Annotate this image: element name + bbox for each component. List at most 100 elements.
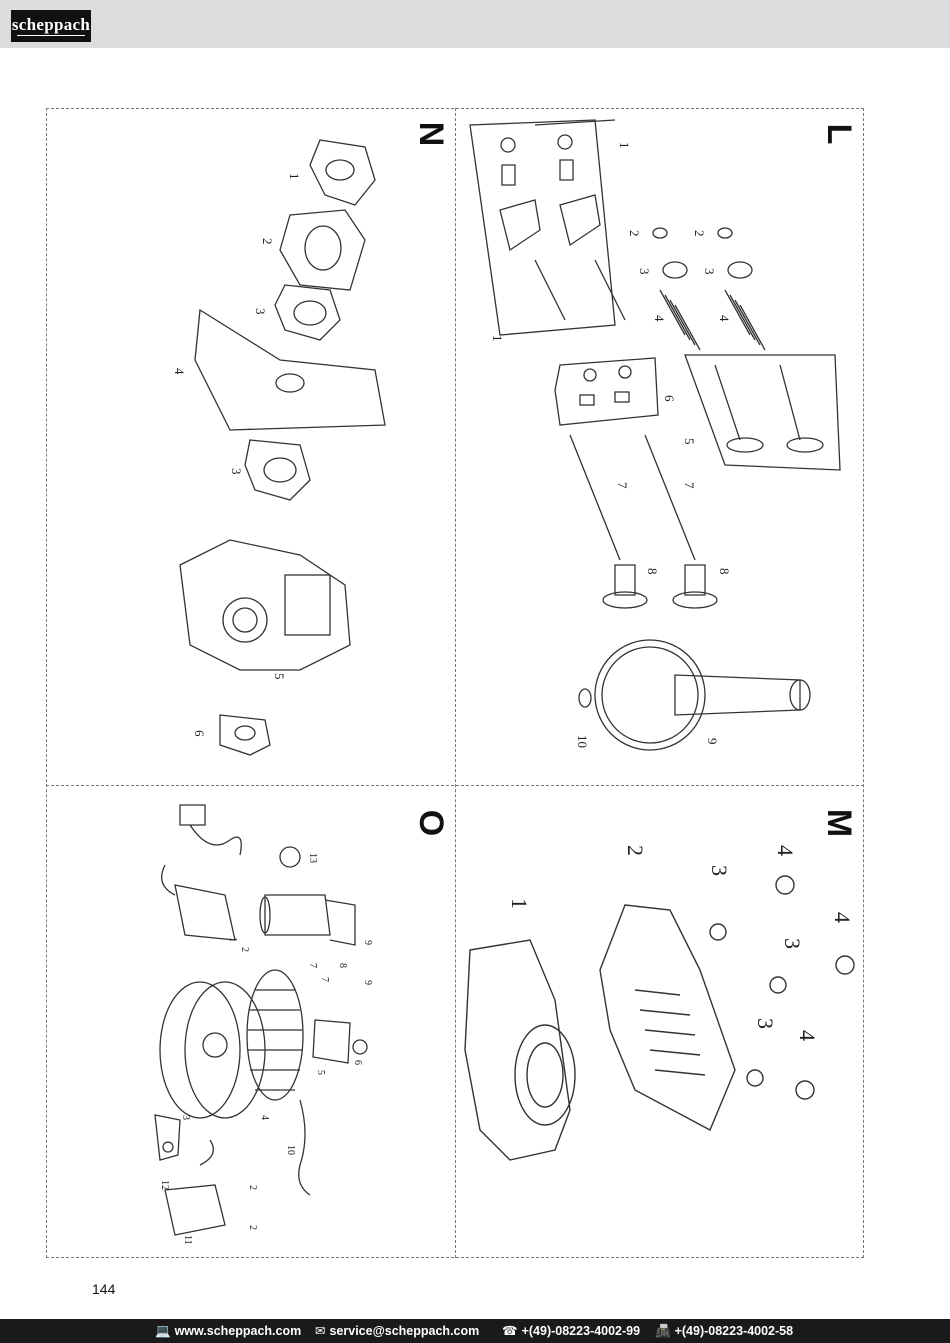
label-n-6: 6 [192, 730, 207, 737]
label-o-6: 6 [352, 1060, 363, 1065]
fax-icon: 📠 [655, 1324, 671, 1338]
fan-housing-1-drawing [464, 939, 576, 1161]
label-n-5: 5 [272, 673, 287, 680]
label-l-7a: 7 [615, 482, 630, 489]
page-number: 144 [92, 1281, 116, 1297]
gasket-3-drawing [274, 284, 341, 341]
label-o-2a: 2 [239, 947, 250, 952]
label-o-7a: 7 [307, 963, 318, 968]
washer-10-drawing [578, 688, 592, 708]
label-o-9a: 9 [362, 940, 373, 945]
heat-shield-4-drawing [194, 308, 386, 431]
ignition-coil-1-drawing [161, 804, 242, 941]
insulator-2-drawing [279, 209, 366, 291]
footer-email[interactable]: ✉service@scheppach.com [315, 1319, 479, 1343]
label-n-2: 2 [260, 238, 275, 245]
footer-fax: 📠+(49)-08223-4002-58 [655, 1319, 793, 1343]
label-n-4: 4 [172, 368, 187, 375]
label-o-5: 5 [315, 1070, 326, 1075]
label-l-2a: 2 [627, 230, 642, 237]
scheppach-logo: scheppach [11, 10, 91, 42]
label-l-1b: 1 [490, 335, 505, 342]
label-m-3c: 3 [753, 1018, 778, 1029]
brand-name: scheppach [11, 15, 91, 34]
label-l-7b: 7 [682, 482, 697, 489]
label-l-8b: 8 [717, 568, 732, 575]
label-l-2b: 2 [692, 230, 707, 237]
label-o-11: 11 [182, 1235, 193, 1245]
label-m-1: 1 [507, 898, 532, 909]
screws-3-drawing [709, 923, 787, 1087]
valve-cover-plate-6-drawing [554, 357, 659, 426]
footer-bar: 💻www.scheppach.com ✉service@scheppach.co… [0, 1319, 950, 1343]
label-m-2: 2 [623, 845, 648, 856]
label-l-3b: 3 [702, 268, 717, 275]
section-o-diagram: 1 2 3 4 5 6 7 7 8 9 9 10 11 12 13 2 2 [154, 804, 373, 1245]
label-m-4a: 4 [773, 845, 798, 856]
label-n-3b: 3 [229, 468, 244, 475]
label-l-9: 9 [705, 738, 720, 745]
envelope-icon: ✉ [315, 1324, 326, 1338]
computer-icon: 💻 [155, 1324, 171, 1338]
label-n-1: 1 [287, 173, 302, 180]
fax-text: +(49)-08223-4002-58 [674, 1324, 794, 1338]
label-o-12: 12 [159, 1180, 170, 1190]
footer-website[interactable]: 💻www.scheppach.com [155, 1319, 301, 1343]
gasket-6-drawing [219, 714, 271, 756]
gasket-3b-drawing [244, 439, 311, 501]
label-l-6: 6 [662, 395, 677, 402]
nut-6-drawing [352, 1039, 368, 1055]
telephone-icon: ☎ [502, 1324, 518, 1338]
label-l-8a: 8 [645, 568, 660, 575]
section-m-diagram: 1 2 3 3 3 4 4 4 [464, 845, 855, 1161]
label-o-2c: 2 [247, 1225, 258, 1230]
fan-4-drawing [246, 969, 304, 1101]
nuts-4-drawing [775, 875, 855, 1100]
recoil-starter-2-drawing [599, 904, 736, 1131]
label-l-4b: 4 [717, 315, 732, 322]
section-letter-n: N [412, 121, 450, 147]
valve-parts-2-3-4-drawing [652, 227, 766, 351]
cup-5-drawing [312, 1019, 351, 1064]
camshaft-9-drawing [594, 639, 811, 751]
valves-5-drawing [684, 354, 841, 471]
starter-motor-8-drawing [259, 894, 356, 946]
label-o-2b: 2 [247, 1185, 258, 1190]
wire-10-drawing [298, 1099, 311, 1196]
tappets-8-drawing [602, 564, 718, 609]
label-o-1: 1 [227, 937, 238, 942]
label-o-10: 10 [285, 1145, 296, 1155]
label-o-7b: 7 [319, 977, 330, 982]
label-o-4: 4 [259, 1115, 270, 1120]
footer-phone: ☎+(49)-08223-4002-99 [502, 1319, 640, 1343]
horizontal-divider [46, 785, 864, 786]
carburetor-5-drawing [179, 539, 351, 671]
push-rods-7-drawing [569, 434, 696, 561]
relay-13-drawing [279, 846, 301, 868]
website-text: www.scheppach.com [174, 1324, 302, 1338]
section-n-diagram: 1 2 3 4 3 5 6 [172, 139, 386, 756]
label-l-4a: 4 [652, 315, 667, 322]
label-o-9b: 9 [362, 980, 373, 985]
label-m-4b: 4 [830, 912, 855, 923]
section-l-diagram: 1 1 2 2 3 3 4 4 6 5 7 7 8 8 9 10 [469, 119, 841, 751]
gasket-1-drawing [309, 139, 376, 206]
label-o-3: 3 [180, 1115, 191, 1120]
header-bar: scheppach [0, 0, 950, 48]
label-m-4c: 4 [795, 1030, 820, 1041]
vertical-divider [455, 108, 456, 1258]
label-m-3a: 3 [707, 865, 732, 876]
phone-text: +(49)-08223-4002-99 [521, 1324, 641, 1338]
bracket-12-drawing [154, 1114, 181, 1161]
email-text: service@scheppach.com [329, 1324, 480, 1338]
label-l-3a: 3 [637, 268, 652, 275]
label-l-5: 5 [682, 438, 697, 445]
label-o-13: 13 [307, 853, 318, 863]
label-m-3b: 3 [780, 938, 805, 949]
label-l-10: 10 [575, 735, 590, 748]
sensor-11-drawing [164, 1139, 226, 1236]
rocker-arm-set-1-drawing [469, 119, 626, 336]
label-n-3: 3 [253, 308, 268, 315]
label-o-8: 8 [337, 963, 348, 968]
label-l-1a: 1 [617, 142, 632, 149]
